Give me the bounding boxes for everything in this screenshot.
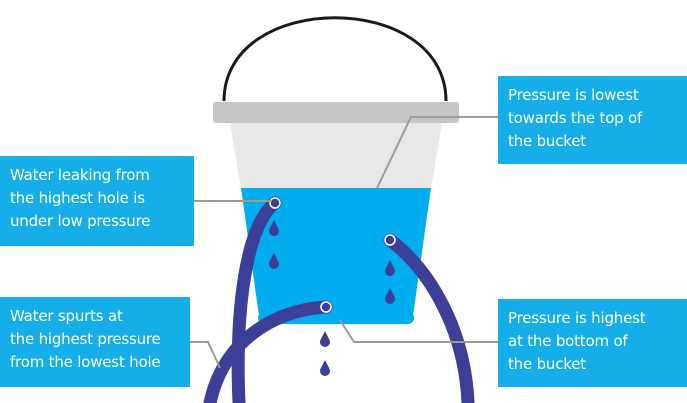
leader-line-top bbox=[376, 116, 498, 189]
droplets bbox=[269, 220, 395, 376]
droplet bbox=[269, 220, 279, 236]
leader-line-spurts bbox=[190, 341, 221, 369]
leader-lines bbox=[190, 116, 498, 369]
hole-low bbox=[320, 301, 332, 313]
label-spurts: Water spurts at the highest pressure fro… bbox=[0, 297, 190, 387]
water-body bbox=[241, 188, 431, 316]
leader-line-bottom bbox=[339, 319, 498, 343]
droplet bbox=[320, 360, 330, 376]
droplet bbox=[385, 260, 395, 276]
droplet bbox=[320, 331, 330, 347]
label-low-pressure: Water leaking from the highest hole is u… bbox=[0, 156, 194, 246]
stream-right-hole bbox=[383, 233, 475, 403]
droplet bbox=[269, 253, 279, 269]
stream-low-hole bbox=[203, 300, 333, 403]
hole-high bbox=[269, 197, 281, 209]
hole-right bbox=[384, 234, 396, 246]
bucket-handle bbox=[222, 16, 448, 102]
bucket-body-empty bbox=[230, 123, 442, 188]
label-pressure-lowest-top: Pressure is lowest towards the top of th… bbox=[498, 76, 687, 164]
bucket-rim bbox=[213, 102, 459, 123]
droplet bbox=[385, 288, 395, 304]
label-pressure-highest-bottom: Pressure is highest at the bottom of the… bbox=[498, 299, 687, 387]
stream-high-hole bbox=[231, 196, 282, 403]
